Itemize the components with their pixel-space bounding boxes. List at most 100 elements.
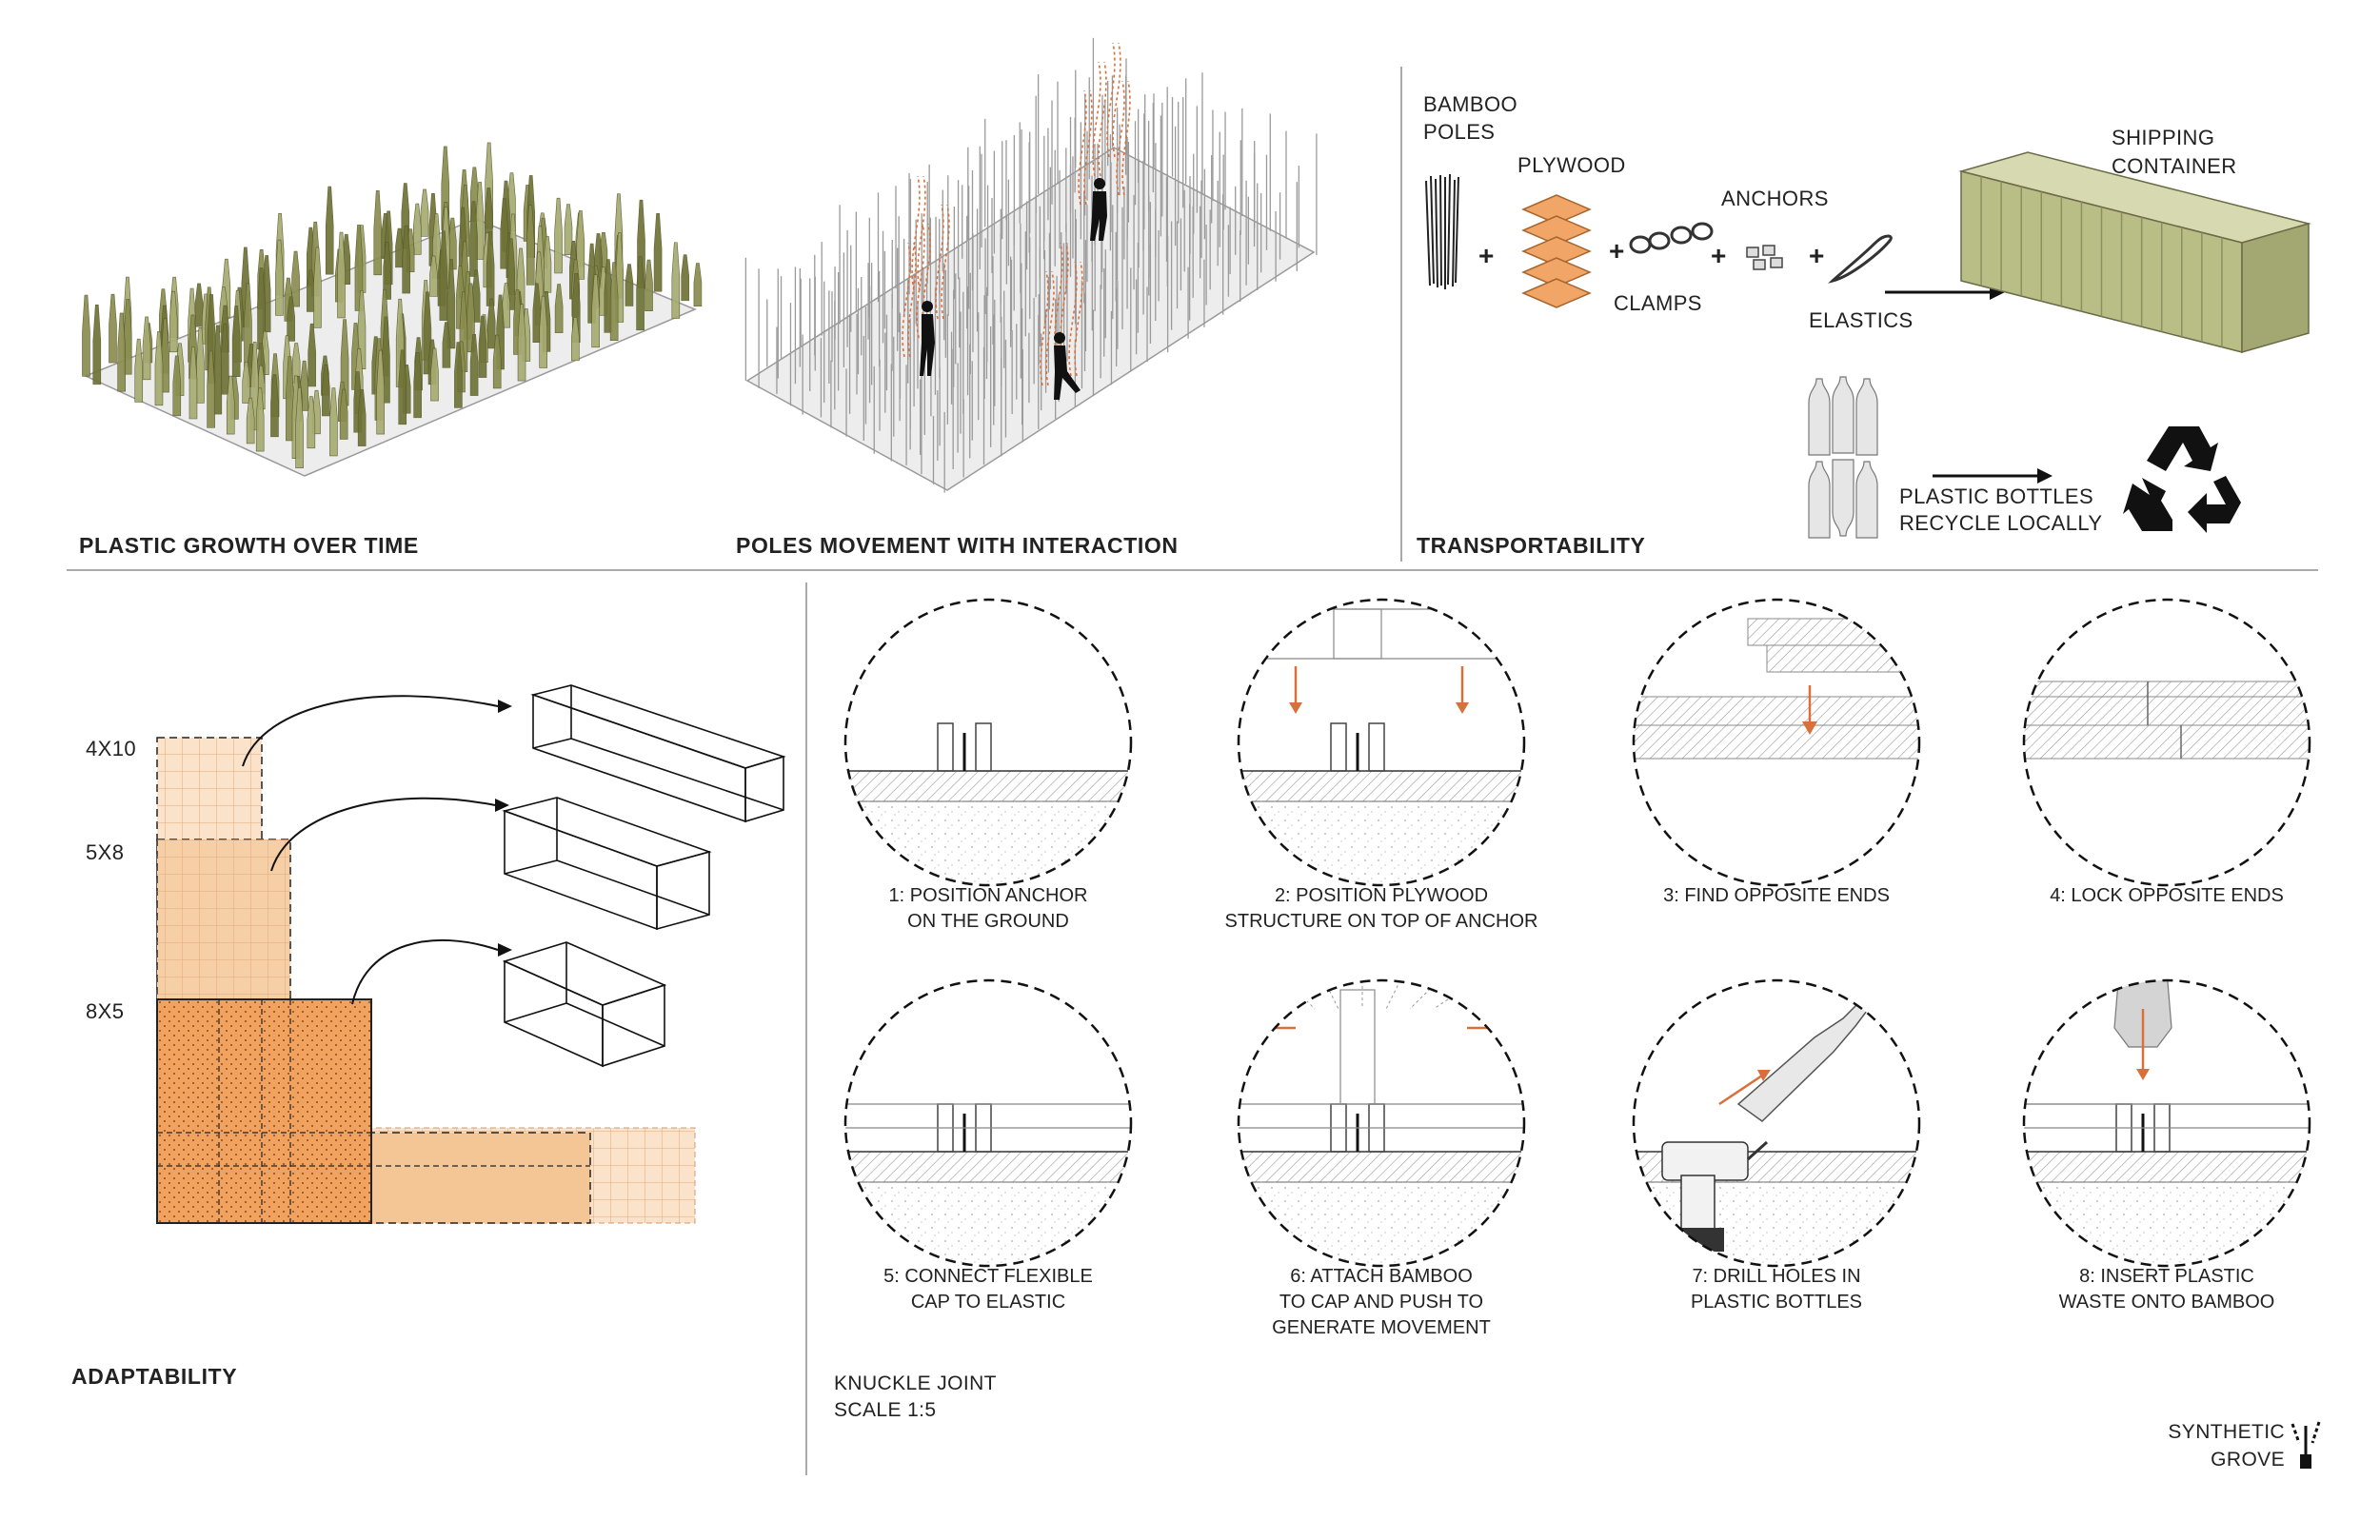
plastic-pole [398,349,407,425]
moving-pole [902,242,911,358]
plastic-pole [554,197,563,274]
plastic-growth-poles [82,142,703,469]
plastic-growth-illustration [82,142,703,477]
moving-pole [1040,270,1049,386]
step-6-detail-circle [1237,978,1526,1268]
plastic-pole [329,387,338,457]
plastic-pole [653,213,663,292]
step-4-detail-circle [2022,598,2311,887]
recycle-icon [2123,426,2241,533]
moving-pole [1078,89,1087,206]
plastic-pole [188,346,198,420]
plastic-pole [526,205,535,286]
clamps-label: CLAMPS [1614,291,1702,315]
section-title-plastic-growth: PLASTIC GROWTH OVER TIME [79,533,419,558]
plastic-pole [486,231,495,306]
plastic-pole [226,375,235,435]
plastic-pole [412,203,422,255]
plastic-pole [625,264,634,306]
plastic-pole [402,225,410,294]
plastic-pole [92,305,102,385]
bamboo-poles-icon [1425,173,1459,289]
plastic-pole [591,274,600,348]
plastic-pole [420,188,429,237]
moving-pole [1112,42,1121,158]
moving-pole [911,175,921,291]
plastic-pole [671,242,681,319]
moving-poles-highlight [902,42,1131,386]
section-title-transportability: TRANSPORTABILITY [1417,533,1646,558]
plastic-pole [693,263,703,307]
plastic-pole [231,306,241,378]
size-label-5x8: 5X8 [86,840,125,864]
plastic-pole [270,374,279,438]
step-4-caption: 4: LOCK OPPOSITE ENDS [2050,885,2284,906]
moving-pole [916,223,925,339]
divider-top-vertical [1400,67,1402,562]
divider-horizontal [67,569,2318,571]
anchors-label: ANCHORS [1721,187,1829,210]
step-3-caption: 3: FIND OPPOSITE ENDS [1663,885,1890,906]
plastic-pole [246,397,255,444]
step-7-detail-circle [1632,978,1921,1268]
plastic-bottles-label: PLASTIC BOTTLES RECYCLE LOCALLY [1899,484,2103,535]
moving-pole [907,242,917,358]
person-silhouette [920,301,935,376]
moving-pole [1098,61,1107,177]
adaptability-diagram [156,684,786,1224]
plastic-pole [194,283,204,327]
moving-pole [1045,270,1055,386]
section-title-adaptability: ADAPTABILITY [71,1364,238,1389]
plastic-pole [169,290,178,353]
plastic-pole [517,304,526,382]
moving-pole [1092,61,1101,177]
step-2-detail-circle [1237,598,1526,887]
moving-pole [1074,261,1083,377]
shipping-container-label: SHIPPING CONTAINER [2112,126,2237,178]
plastic-pole [117,312,126,392]
size-label-8x5: 8X5 [86,999,125,1023]
plastic-bottle [1832,376,1854,454]
plastic-pole [196,326,205,404]
plastic-bottle [1808,378,1831,456]
plastic-pole [291,250,300,307]
plastic-pole [313,247,322,328]
plastic-pole [154,331,164,406]
plastic-pole [337,231,346,319]
plastic-pole [576,209,585,280]
plastic-pole [142,316,151,381]
shipping-container-icon [1958,151,2311,353]
plastic-pole [564,204,573,256]
plastic-pole [383,242,391,300]
plastic-pole [429,255,438,297]
moving-pole [1060,242,1069,358]
plus-sign: + [1711,241,1727,270]
plastic-pole [109,293,117,364]
plastic-pole [295,387,304,469]
plastic-pole [645,259,653,312]
plastic-pole [307,323,316,387]
elastics-icon [1828,234,1893,284]
plastic-pole [442,322,451,368]
plastic-bottle [1855,378,1878,456]
plastic-pole [213,325,223,415]
plastic-pole [287,296,295,342]
arrow-to-recycle [1933,468,2053,484]
plastic-pole [609,262,619,341]
plastic-pole [255,387,265,452]
section-title-poles-movement: POLES MOVEMENT WITH INTERACTION [736,533,1179,558]
plus-sign: + [1609,236,1625,266]
plastic-bottle [1855,461,1878,539]
plastic-pole [275,239,284,316]
plywood-icon [1521,194,1592,308]
size-label-4x10: 4X10 [86,737,136,760]
plastic-pole [373,189,383,276]
clamps-icon [1629,222,1714,254]
anchors-icon [1746,245,1783,270]
plus-sign: + [1478,241,1495,270]
moving-pole [1116,80,1125,196]
